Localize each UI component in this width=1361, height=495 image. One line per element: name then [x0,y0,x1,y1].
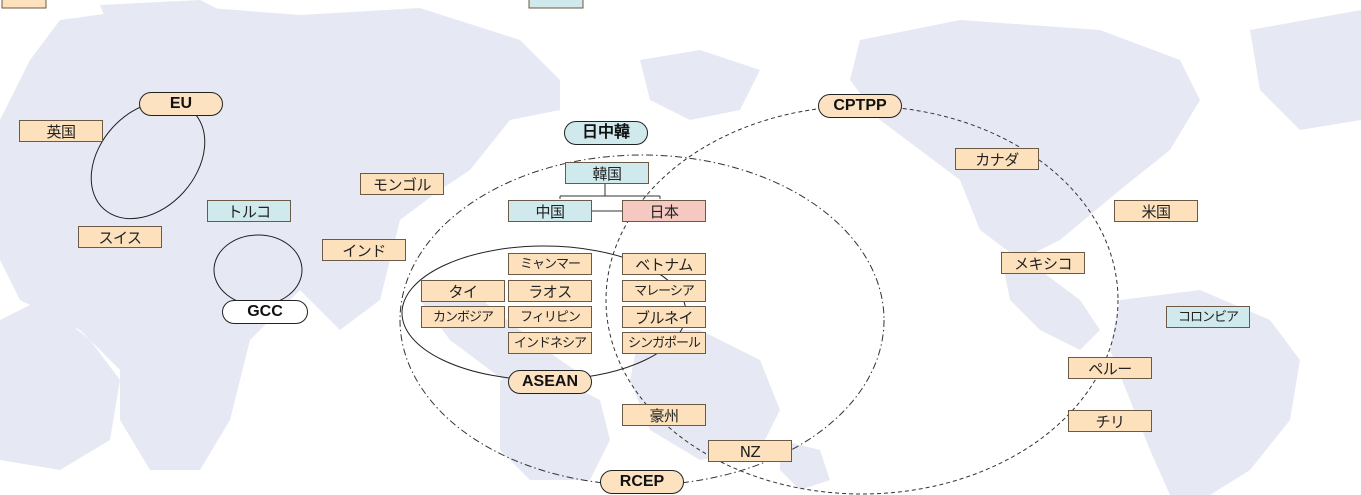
country-canada: カナダ [955,148,1039,170]
country-swiss: スイス [78,226,162,248]
group-label-gcc: GCC [222,300,308,324]
group-label-eu: EU [139,92,223,116]
country-vietnam: ベトナム [622,253,706,275]
group-label-cjk: 日中韓 [564,121,648,145]
country-korea: 韓国 [565,162,649,184]
country-usa: 米国 [1114,200,1198,222]
legend-candidate-swatch [528,0,584,9]
country-japan: 日本 [622,200,706,222]
country-brunei: ブルネイ [622,306,706,328]
country-india: インド [322,239,406,261]
country-china: 中国 [508,200,592,222]
country-cambodia: カンボジア [421,306,505,328]
legend-member-swatch [1,0,47,9]
country-singapore: シンガポール [622,332,706,354]
country-nz: NZ [708,440,792,462]
country-laos: ラオス [508,280,592,302]
cjk-connectors [559,184,661,212]
country-mongolia: モンゴル [360,173,444,195]
country-mexico: メキシコ [1001,252,1085,274]
country-malaysia: マレーシア [622,280,706,302]
country-chile: チリ [1068,410,1152,432]
country-peru: ペルー [1068,357,1152,379]
country-turkey: トルコ [207,200,291,222]
country-indonesia: インドネシア [508,332,592,354]
group-label-asean: ASEAN [508,370,592,394]
country-philippines: フィリピン [508,306,592,328]
group-label-rcep: RCEP [600,470,684,494]
country-uk: 英国 [19,120,103,142]
country-australia: 豪州 [622,404,706,426]
country-thailand: タイ [421,280,505,302]
country-colombia: コロンビア [1166,306,1250,328]
country-myanmar: ミャンマー [508,253,592,275]
group-label-cptpp: CPTPP [818,94,902,118]
